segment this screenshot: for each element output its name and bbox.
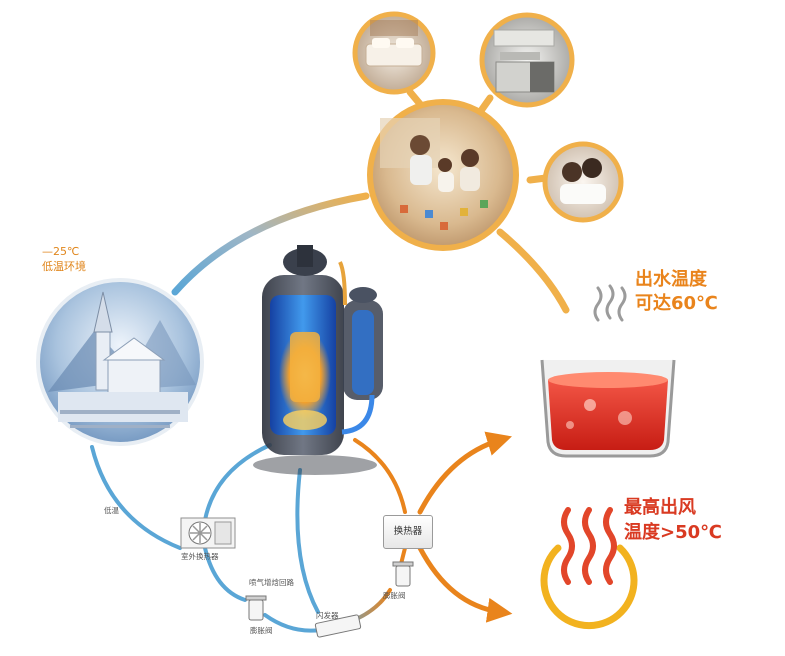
valve-icon [245, 595, 267, 621]
outdoor-unit-icon [180, 517, 236, 549]
bedroom-photo [352, 11, 436, 95]
arrow-to-air [417, 545, 513, 623]
compressor-icon [253, 245, 383, 475]
jet-enthalpy-label: 喷气增焓回路 [249, 578, 294, 587]
low-temp-env-label: 低温环境 [42, 260, 86, 273]
warm-air-icon [540, 507, 638, 630]
pipe-injection [295, 468, 320, 614]
outer-ring-right-arc [496, 228, 570, 314]
outdoor-heat-exchanger-label: 室外换热器 [181, 552, 219, 561]
couple-photo [542, 141, 624, 223]
pipe-suction [203, 443, 272, 522]
pipe-low-temp [90, 445, 182, 550]
air-temp-label-line2: 温度>50℃ [624, 522, 722, 543]
valve-icon [392, 561, 414, 587]
hot-water-pot-icon [540, 284, 676, 458]
water-temp-label-line1: 出水温度 [635, 269, 707, 290]
snowy-village-photo [36, 278, 204, 446]
flash-tank-icon [314, 614, 362, 638]
water-temp-label-line2: 可达60℃ [635, 293, 718, 314]
pipe-outdoor-valve [203, 546, 247, 602]
outer-ring-left-arc [171, 192, 370, 296]
kitchen-photo [479, 12, 575, 108]
flash-tank-label: 闪发器 [316, 611, 339, 620]
pipe-discharge [353, 438, 407, 514]
expansion-valve-right-label: 膨胀阀 [383, 591, 406, 600]
family-home-photo [367, 99, 519, 251]
air-temp-label-line1: 最高出风 [624, 497, 696, 518]
heat-exchanger-box: 换热器 [383, 515, 433, 549]
low-temp-short-label: 低温 [104, 506, 119, 515]
arrow-to-water [417, 431, 512, 515]
expansion-valve-left-label: 膨胀阀 [250, 626, 273, 635]
low-temp-value: —25℃ [42, 245, 80, 258]
